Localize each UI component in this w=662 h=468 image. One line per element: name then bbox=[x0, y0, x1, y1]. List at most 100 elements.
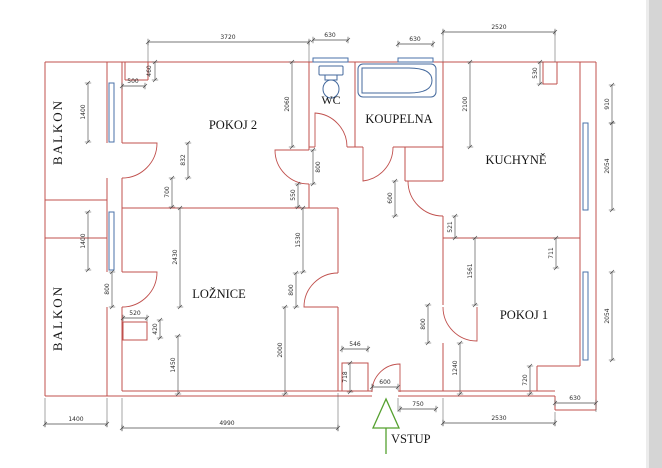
walls bbox=[44, 61, 597, 411]
dimensions-segment bbox=[608, 357, 616, 363]
dim-label: 500 bbox=[127, 78, 139, 85]
dim-label: 700 bbox=[164, 186, 171, 198]
entry-closet bbox=[341, 362, 369, 392]
dim-label: 832 bbox=[180, 154, 187, 166]
dimensions-segment bbox=[294, 181, 302, 187]
dimensions-segment bbox=[456, 340, 464, 346]
scan-edge bbox=[649, 0, 662, 468]
dim-label: 1400 bbox=[68, 416, 83, 423]
toilet-icon bbox=[322, 79, 340, 99]
dim-label: 630 bbox=[324, 32, 336, 39]
dim-label: 2530 bbox=[491, 415, 506, 422]
dimensions-segment bbox=[151, 77, 159, 83]
dimensions-segment bbox=[184, 140, 192, 146]
dimensions-segment bbox=[451, 213, 459, 219]
dimensions-segment bbox=[299, 205, 307, 211]
room-label-wc: WC bbox=[321, 93, 340, 107]
dimensions-segment bbox=[346, 360, 354, 366]
door-loznice bbox=[303, 272, 339, 308]
dim-label: 630 bbox=[409, 36, 421, 43]
dimensions-segment bbox=[346, 389, 354, 395]
dimensions-segment bbox=[536, 81, 544, 87]
dimensions-segment bbox=[608, 269, 616, 275]
dimensions-segment bbox=[168, 204, 176, 210]
dimension-labels: 3720 630 630 2520 500 520 546 600 750 14… bbox=[68, 24, 611, 427]
dimensions-segment bbox=[391, 213, 399, 219]
scan-edge-shade bbox=[646, 0, 649, 468]
dim-label: 2000 bbox=[277, 342, 284, 357]
room-label-pokoj2: POKOJ 2 bbox=[209, 118, 257, 132]
door-koupelna bbox=[362, 146, 394, 182]
dimensions-segment bbox=[395, 40, 401, 48]
dimensions-segment bbox=[608, 207, 616, 213]
room-labels: BALKON BALKON POKOJ 2 WC KOUPELNA KUCHYN… bbox=[50, 93, 548, 351]
dim-label: 2054 bbox=[604, 158, 611, 173]
door-pokoj2-balkon bbox=[121, 142, 158, 179]
dimensions-segment bbox=[339, 345, 345, 353]
dimensions-segment bbox=[552, 399, 558, 407]
dimensions-segment bbox=[456, 391, 464, 397]
dimensions-segment bbox=[174, 333, 182, 339]
dimensions-segment bbox=[281, 304, 289, 310]
dimensions-segment bbox=[526, 391, 534, 397]
room-label-balkon-top: BALKON bbox=[50, 99, 65, 165]
bathtub-icon bbox=[361, 67, 433, 94]
dimensions-segment bbox=[84, 139, 92, 145]
dimensions-segment bbox=[176, 205, 184, 211]
dim-label: 2100 bbox=[462, 96, 469, 111]
dimensions-segment bbox=[120, 314, 126, 322]
dim-label: 711 bbox=[548, 247, 555, 259]
dimensions-segment bbox=[608, 82, 616, 88]
dimensions-segment bbox=[281, 391, 289, 397]
dimensions-segment bbox=[156, 335, 164, 341]
dimensions-segment bbox=[345, 36, 351, 44]
dim-label: 600 bbox=[387, 192, 394, 204]
dim-label: 521 bbox=[447, 221, 454, 233]
bathtub-icon bbox=[357, 63, 437, 98]
window-balkon-top bbox=[108, 82, 115, 143]
door-entrance bbox=[371, 363, 401, 393]
door-kuchyne bbox=[407, 180, 444, 217]
dimensions-segment bbox=[335, 424, 341, 432]
dimensions-segment bbox=[552, 265, 560, 271]
dimensions-segment bbox=[108, 304, 116, 310]
dimensions-segment bbox=[288, 144, 296, 150]
dim-label: 2060 bbox=[284, 96, 291, 111]
room-label-loznice: LOŽNICE bbox=[192, 287, 246, 301]
windows bbox=[108, 57, 589, 361]
dimensions-segment bbox=[145, 38, 151, 46]
door-wc bbox=[314, 112, 348, 148]
room-label-pokoj1: POKOJ 1 bbox=[500, 308, 548, 322]
dimensions-segment bbox=[288, 59, 296, 65]
dim-label: 2430 bbox=[172, 249, 179, 264]
window-koupelna bbox=[397, 57, 434, 63]
dimensions-segment bbox=[608, 120, 616, 126]
dimensions-segment bbox=[176, 304, 184, 310]
dimensions-segment bbox=[119, 424, 125, 432]
dim-label: 1450 bbox=[170, 357, 177, 372]
dim-label: 2520 bbox=[491, 24, 506, 31]
dimensions-segment bbox=[108, 269, 116, 275]
dimensions-segment bbox=[306, 38, 312, 46]
room-label-kuchyne: KUCHYNĚ bbox=[485, 153, 546, 167]
up-arrow-icon bbox=[371, 397, 401, 429]
dimensions-segment bbox=[42, 420, 48, 428]
dimensions-segment bbox=[119, 82, 125, 90]
toilet-icon bbox=[318, 65, 344, 76]
dim-label: 800 bbox=[104, 283, 111, 295]
dim-label: 1530 bbox=[295, 232, 302, 247]
window-pokoj1 bbox=[582, 271, 589, 361]
dimensions-segment bbox=[397, 405, 403, 413]
door-loznice-balkon bbox=[121, 271, 158, 308]
dimensions-segment bbox=[552, 419, 558, 427]
dimensions-segment bbox=[552, 235, 560, 241]
entrance bbox=[371, 397, 401, 454]
window-wc bbox=[312, 57, 349, 63]
dimensions-segment bbox=[104, 420, 110, 428]
loznice-wardrobe bbox=[122, 321, 148, 341]
window-kuchyne bbox=[582, 122, 589, 211]
window-balkon-bottom bbox=[108, 211, 115, 271]
dimensions-segment bbox=[144, 314, 150, 322]
